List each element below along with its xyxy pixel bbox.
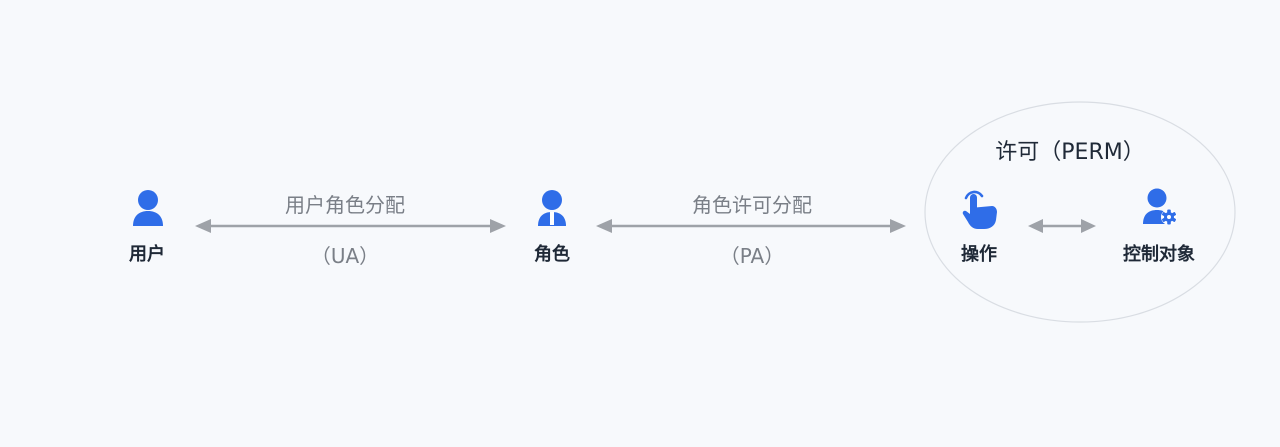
role-user-icon <box>538 190 566 226</box>
user-icon <box>133 190 163 226</box>
role-label: 角色 <box>534 244 570 265</box>
user-gear-icon <box>1143 188 1177 225</box>
hand-pointer-icon <box>962 190 997 229</box>
role-perm-assignment-abbr: （PA） <box>719 244 785 268</box>
user-role-assignment-abbr: （UA） <box>310 244 380 268</box>
control-object-label: 控制对象 <box>1123 244 1195 265</box>
permission-group-title: 许可（PERM） <box>995 140 1145 165</box>
role-perm-arrow <box>596 219 906 233</box>
user-role-arrow <box>195 219 506 233</box>
operation-label: 操作 <box>961 244 997 265</box>
operation-object-arrow <box>1028 219 1096 233</box>
role-perm-assignment-label: 角色许可分配 <box>692 193 812 217</box>
user-label: 用户 <box>129 244 165 265</box>
user-role-assignment-label: 用户角色分配 <box>285 193 405 217</box>
